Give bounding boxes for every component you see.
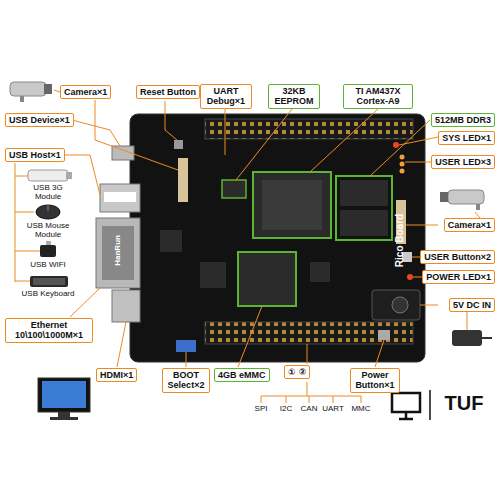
callout-box: Camera×1 xyxy=(444,218,495,232)
callout-box: USER Button×2 xyxy=(420,250,495,264)
callout-text: Ethernet 10\100\1000M×1 xyxy=(9,320,89,341)
callout-box: USB Host×1 xyxy=(5,148,65,162)
ethernet-jack xyxy=(96,218,140,288)
usb-host-port xyxy=(100,184,140,212)
logo-text: TUF xyxy=(436,392,492,414)
pcb-board xyxy=(130,114,425,362)
power-adapter-icon xyxy=(452,330,492,346)
part-label: UART xyxy=(319,405,347,414)
callout-box: USB Device×1 xyxy=(5,113,74,127)
callout-box: Ethernet 10\100\1000M×1 xyxy=(5,318,93,343)
silkscreen-text: HanRun xyxy=(114,224,123,276)
part-label: USB WIFI xyxy=(20,261,76,270)
user-led xyxy=(400,162,405,167)
callout-text: 32KB EEPROM xyxy=(272,86,316,107)
callout-text: TI AM437X Cortex-A9 xyxy=(347,86,409,107)
reset-button xyxy=(174,140,183,149)
ddr-outline xyxy=(336,176,392,240)
callout-text: BOOT Select×2 xyxy=(166,370,206,391)
callout-text: POWER LED×1 xyxy=(426,272,491,282)
leader-lines xyxy=(15,90,480,403)
callout-box: ① ② xyxy=(284,365,310,379)
ic-chip xyxy=(310,262,330,282)
part-label: USB Keyboard xyxy=(20,290,76,299)
mouse-icon xyxy=(36,205,60,219)
part-label: MMC xyxy=(348,405,374,414)
wifi-dongle-icon xyxy=(40,241,56,257)
callout-text: Camera×1 xyxy=(448,220,491,230)
callout-text: USER Button×2 xyxy=(424,252,491,262)
top-header xyxy=(205,119,413,139)
silkscreen-text: Rico Board xyxy=(394,206,405,276)
part-label: CAN xyxy=(297,405,321,414)
callout-text: USER LED×3 xyxy=(435,157,491,167)
camera-connector xyxy=(178,158,188,202)
camera-icon xyxy=(440,190,484,210)
callout-text: UART Debug×1 xyxy=(204,86,248,107)
callout-box: USER LED×3 xyxy=(431,155,495,169)
ddr-chip xyxy=(340,210,388,236)
callout-text: 512MB DDR3 xyxy=(435,115,491,125)
camera-icon xyxy=(10,82,52,102)
power-button xyxy=(378,330,390,340)
bottom-header xyxy=(205,322,413,344)
monitor-icon xyxy=(38,378,90,420)
callout-box: 32KB EEPROM xyxy=(268,84,320,109)
callout-text: Power Button×1 xyxy=(354,370,396,391)
dc-jack-hole xyxy=(392,297,408,313)
callout-box: Camera×1 xyxy=(60,85,111,99)
cpu-chip xyxy=(253,172,331,238)
callout-box: 512MB DDR3 xyxy=(431,113,495,127)
part-label: I2C xyxy=(274,405,298,414)
callout-text: 5V DC IN xyxy=(453,300,491,310)
callout-box: Power Button×1 xyxy=(350,368,400,393)
ddr-chip xyxy=(340,180,388,206)
callout-text: 4GB eMMC xyxy=(218,370,266,380)
usb-host-slot xyxy=(104,192,136,202)
callout-box: HDMI×1 xyxy=(96,368,137,382)
hdmi-port xyxy=(112,290,140,322)
cpu-die xyxy=(262,180,322,230)
user-led xyxy=(400,155,405,160)
keyboard-icon xyxy=(30,276,68,287)
callout-box: TI AM437X Cortex-A9 xyxy=(343,84,413,109)
part-label: USB 3G Module xyxy=(20,184,76,202)
callout-box: Reset Button xyxy=(136,85,200,99)
emmc-chip xyxy=(238,252,296,306)
callout-text: Reset Button xyxy=(140,87,196,97)
dc-jack xyxy=(372,290,420,320)
ic-chip xyxy=(160,230,182,252)
callout-text: USB Device×1 xyxy=(9,115,70,125)
callout-box: 4GB eMMC xyxy=(214,368,270,382)
part-label: SPI xyxy=(249,405,273,414)
logo-mark xyxy=(392,390,430,420)
user-led xyxy=(400,169,405,174)
callout-text: SYS LED×1 xyxy=(442,133,491,143)
callout-box: POWER LED×1 xyxy=(422,270,495,284)
boot-switch xyxy=(176,340,196,352)
callout-box: SYS LED×1 xyxy=(438,131,495,145)
usb-3g-icon xyxy=(28,170,72,181)
callout-box: UART Debug×1 xyxy=(200,84,252,109)
part-label: USB Mouse Module xyxy=(20,222,76,240)
callout-text: ① ② xyxy=(288,367,306,377)
callout-text: Camera×1 xyxy=(64,87,107,97)
callout-text: HDMI×1 xyxy=(100,370,133,380)
sys-led xyxy=(393,142,399,148)
callout-text: USB Host×1 xyxy=(9,150,61,160)
callout-box: 5V DC IN xyxy=(449,298,495,312)
callout-box: BOOT Select×2 xyxy=(162,368,210,393)
power-led xyxy=(407,274,413,280)
eeprom-chip xyxy=(222,180,246,198)
ic-chip xyxy=(200,262,226,288)
